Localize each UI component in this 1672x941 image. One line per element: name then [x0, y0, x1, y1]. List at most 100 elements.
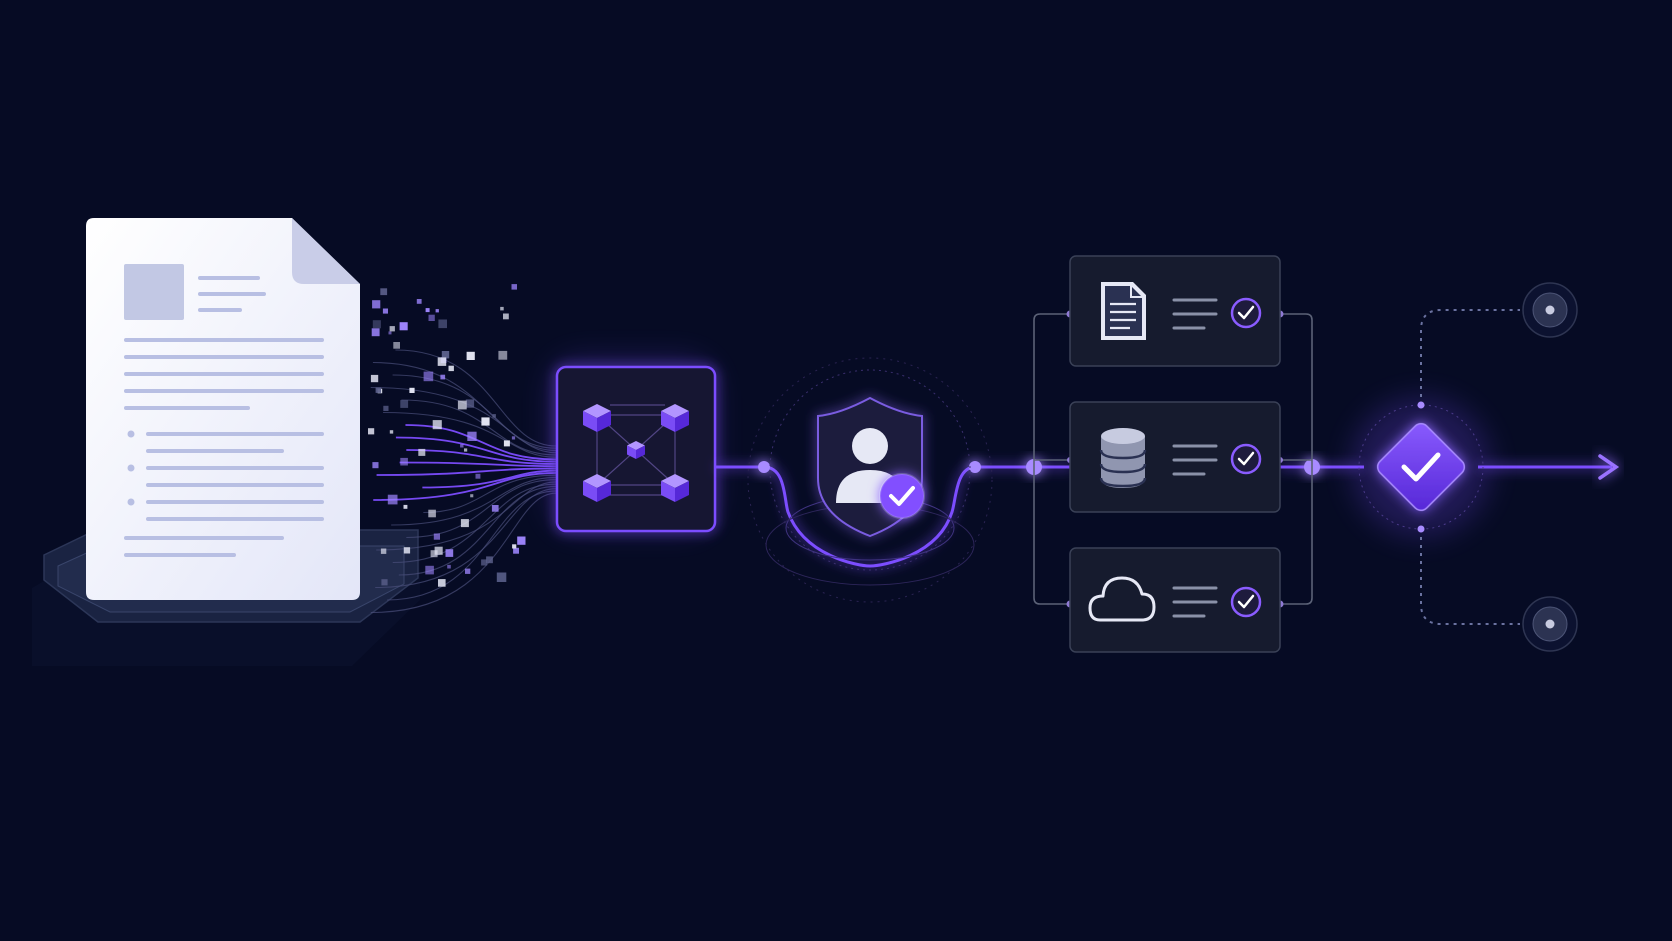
data-particle: [465, 568, 471, 574]
check-icon: [889, 486, 915, 506]
data-stream-line: [387, 490, 557, 601]
data-particle: [368, 428, 375, 435]
data-particle: [438, 319, 447, 329]
data-particle: [372, 462, 379, 469]
data-particle: [498, 350, 508, 360]
data-stream-line: [370, 492, 557, 614]
data-particle: [496, 572, 507, 582]
verification-stage: [747, 357, 993, 603]
data-stream-line: [423, 474, 557, 514]
network-cubes-icon: [583, 404, 689, 502]
data-particle: [440, 374, 446, 380]
data-particle: [425, 308, 430, 313]
check-icon: [1401, 452, 1441, 482]
data-particle: [432, 420, 442, 430]
diamond-check-icon: [1376, 422, 1466, 512]
data-particle: [445, 549, 454, 557]
data-stream-line: [406, 449, 557, 465]
data-stream-line: [391, 476, 557, 526]
data-stream-line: [405, 424, 557, 461]
database-icon: [1099, 428, 1147, 488]
data-particle: [382, 308, 388, 314]
data-particle: [466, 351, 475, 360]
data-particle: [503, 440, 510, 447]
data-particle: [492, 414, 496, 418]
data-particle: [481, 417, 490, 426]
data-particle: [438, 579, 446, 587]
data-particle-stream: [368, 284, 557, 614]
data-particle: [491, 505, 499, 512]
data-particle: [372, 320, 381, 329]
data-particle: [486, 556, 493, 564]
data-particle: [371, 328, 380, 337]
data-stream-line: [422, 469, 557, 489]
data-particle: [511, 436, 516, 440]
document-page-icon: [86, 218, 360, 600]
data-stream-line: [395, 436, 557, 463]
shield-user-check-icon: [817, 396, 925, 538]
data-stream-line: [376, 481, 557, 551]
output-branches: [1417, 282, 1578, 652]
data-particle: [470, 494, 474, 498]
data-particle: [383, 405, 389, 411]
data-particle: [513, 547, 519, 554]
storage-stage: [1033, 255, 1313, 653]
data-particle: [393, 342, 400, 349]
data-particle: [418, 448, 426, 456]
data-particle: [400, 400, 409, 408]
verified-badge: [879, 473, 925, 519]
data-particle: [517, 536, 526, 545]
document-image-placeholder: [124, 264, 184, 320]
cloud-icon: [1088, 576, 1156, 622]
arrow-right-icon: [1598, 454, 1620, 480]
check-icon: [1230, 443, 1262, 475]
cube-node: [583, 404, 611, 432]
storage-connectors: [1033, 313, 1313, 605]
data-particle: [481, 559, 488, 566]
upper-node-icon: [1522, 282, 1578, 338]
data-particle: [475, 473, 481, 479]
data-particle: [381, 579, 388, 586]
data-particle: [380, 548, 387, 554]
data-particle: [441, 351, 450, 359]
data-particle: [464, 448, 468, 452]
data-particle: [503, 313, 509, 320]
data-particle: [465, 399, 475, 408]
cube-node: [661, 404, 689, 432]
data-particle: [457, 400, 467, 410]
data-stream-line: [401, 399, 557, 456]
data-stream-line: [398, 485, 557, 576]
data-particle: [403, 504, 408, 509]
check-icon: [1230, 586, 1262, 618]
data-stream-line: [395, 349, 557, 447]
data-particle: [460, 444, 464, 448]
data-particle: [389, 326, 395, 332]
data-stream-line: [406, 479, 557, 539]
data-particle: [388, 331, 392, 335]
data-particle: [434, 546, 443, 555]
data-stream-line: [370, 386, 557, 454]
processing-stage: [548, 356, 717, 533]
data-particle: [460, 519, 469, 528]
data-particle: [423, 371, 434, 382]
data-particle: [500, 306, 504, 311]
user-head: [852, 428, 888, 464]
data-particle: [435, 309, 439, 313]
cube-hub: [627, 441, 645, 459]
data-particle: [372, 300, 381, 309]
data-stream-line: [373, 472, 557, 501]
data-particle: [433, 533, 440, 540]
storage-card-cloud: [1069, 547, 1281, 653]
data-particle: [416, 299, 422, 304]
data-particle: [389, 430, 394, 434]
data-particle: [399, 322, 408, 331]
data-particle: [380, 288, 388, 296]
data-particle: [430, 550, 438, 558]
lower-node-icon: [1522, 596, 1578, 652]
data-stream-line: [392, 483, 557, 564]
data-stream-line: [376, 467, 557, 476]
cube-node: [583, 474, 611, 502]
data-particle: [512, 544, 517, 549]
check-icon: [1230, 297, 1262, 329]
